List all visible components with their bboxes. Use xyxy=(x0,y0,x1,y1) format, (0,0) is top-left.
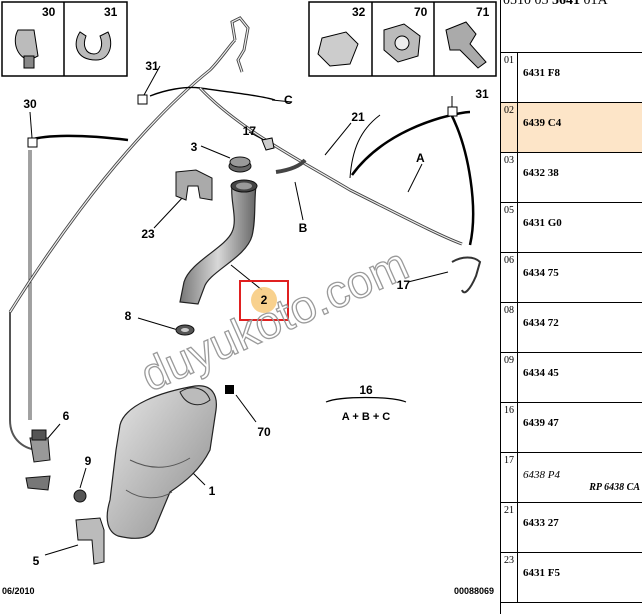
header-suffix: 01A xyxy=(580,0,608,8)
callout-32-inset: 32 xyxy=(352,5,366,19)
parts-row[interactable]: 05 6431 G0 xyxy=(501,203,642,253)
callout-17-top: 17 xyxy=(243,124,257,138)
part-code[interactable]: 6434 75 xyxy=(523,267,559,279)
callout-C: C xyxy=(284,93,293,107)
part-index: 06 xyxy=(501,253,518,302)
footer-ref: 00088069 xyxy=(454,586,494,596)
parts-row[interactable]: 08 6434 72 xyxy=(501,303,642,353)
panel-header: 0510 05 5641 01A xyxy=(501,0,642,53)
part-code[interactable]: 6432 38 xyxy=(523,167,559,179)
part-code[interactable]: 6431 F8 xyxy=(523,67,560,79)
legend-formula: A + B + C xyxy=(342,411,391,423)
callout-21: 21 xyxy=(351,110,365,124)
callout-31-inset: 31 xyxy=(104,5,118,19)
inset-fasteners-right: 32 70 71 xyxy=(308,1,497,77)
parts-row-empty xyxy=(501,603,642,611)
callout-8: 8 xyxy=(125,309,132,323)
callout-30: 30 xyxy=(23,97,37,111)
callout-16: 16 xyxy=(359,383,373,397)
part-index: 16 xyxy=(501,403,518,452)
callout-71-inset: 71 xyxy=(476,5,490,19)
callout-70-inset: 70 xyxy=(414,5,428,19)
parts-row[interactable]: 02 6439 C4 xyxy=(501,103,642,153)
part-code[interactable]: 6433 27 xyxy=(523,517,559,529)
bracket-23 xyxy=(175,169,213,201)
washer-reservoir xyxy=(106,385,217,539)
parts-row[interactable]: 16 6439 47 xyxy=(501,403,642,453)
part-index: 03 xyxy=(501,153,518,202)
part-code[interactable]: 6439 C4 xyxy=(523,117,562,129)
part-code[interactable]: 6434 72 xyxy=(523,317,559,329)
part-index: 02 xyxy=(501,103,518,152)
selection-highlight xyxy=(239,280,289,321)
callout-B: B xyxy=(299,221,308,235)
header-prefix: 0510 05 xyxy=(503,0,552,8)
part-index: 17 xyxy=(501,453,518,502)
parts-row[interactable]: 06 6434 75 xyxy=(501,253,642,303)
parts-list: 01 6431 F8 02 6439 C4 03 6432 38 05 6431 G0 06 64… xyxy=(501,53,642,611)
small-parts xyxy=(25,137,482,565)
part-code[interactable]: 6431 F5 xyxy=(523,567,560,579)
part-replacement: RP 6438 CA xyxy=(589,482,640,493)
part-index: 21 xyxy=(501,503,518,552)
inset-clips-left: 30 31 xyxy=(1,1,128,77)
parts-row[interactable]: 03 6432 38 xyxy=(501,153,642,203)
filler-cap xyxy=(228,156,252,173)
part-index: 23 xyxy=(501,553,518,602)
parts-row[interactable]: 21 6433 27 xyxy=(501,503,642,553)
filler-neck xyxy=(179,179,258,305)
part-code[interactable]: 6438 P4 xyxy=(523,469,560,481)
callout-9: 9 xyxy=(85,454,92,468)
parts-diagram: 30 31 32 70 71 xyxy=(1,1,497,596)
watermark: duyukoto.com xyxy=(133,237,416,401)
parts-row[interactable]: 09 6434 45 xyxy=(501,353,642,403)
header-bold: 5641 xyxy=(552,0,580,8)
callout-5: 5 xyxy=(33,554,40,568)
parts-row[interactable]: 17 6438 P4 RP 6438 CA xyxy=(501,453,642,503)
part-code[interactable]: 6431 G0 xyxy=(523,217,562,229)
callout-3: 3 xyxy=(191,140,198,154)
part-index: 05 xyxy=(501,203,518,252)
callout-30-inset: 30 xyxy=(42,5,56,19)
parts-row[interactable]: 23 6431 F5 xyxy=(501,553,642,603)
callout-6: 6 xyxy=(63,409,70,423)
legend-16 xyxy=(325,396,407,403)
footer-date: 06/2010 xyxy=(2,586,35,596)
callout-31: 31 xyxy=(145,59,159,73)
parts-list-panel: 0510 05 5641 01A 01 6431 F8 02 6439 C4 03 643… xyxy=(500,0,642,614)
callout-31-right: 31 xyxy=(475,87,489,101)
callout-70: 70 xyxy=(257,425,271,439)
part-index: 08 xyxy=(501,303,518,352)
part-code[interactable]: 6439 47 xyxy=(523,417,559,429)
callout-23: 23 xyxy=(141,227,155,241)
callout-A: A xyxy=(416,151,425,165)
callout-2: 2 xyxy=(261,293,268,307)
part-index: 01 xyxy=(501,53,518,102)
parts-row[interactable]: 01 6431 F8 xyxy=(501,53,642,103)
part-code[interactable]: 6434 45 xyxy=(523,367,559,379)
callout-17-right: 17 xyxy=(397,278,411,292)
part-index: 09 xyxy=(501,353,518,402)
callout-1: 1 xyxy=(209,484,216,498)
